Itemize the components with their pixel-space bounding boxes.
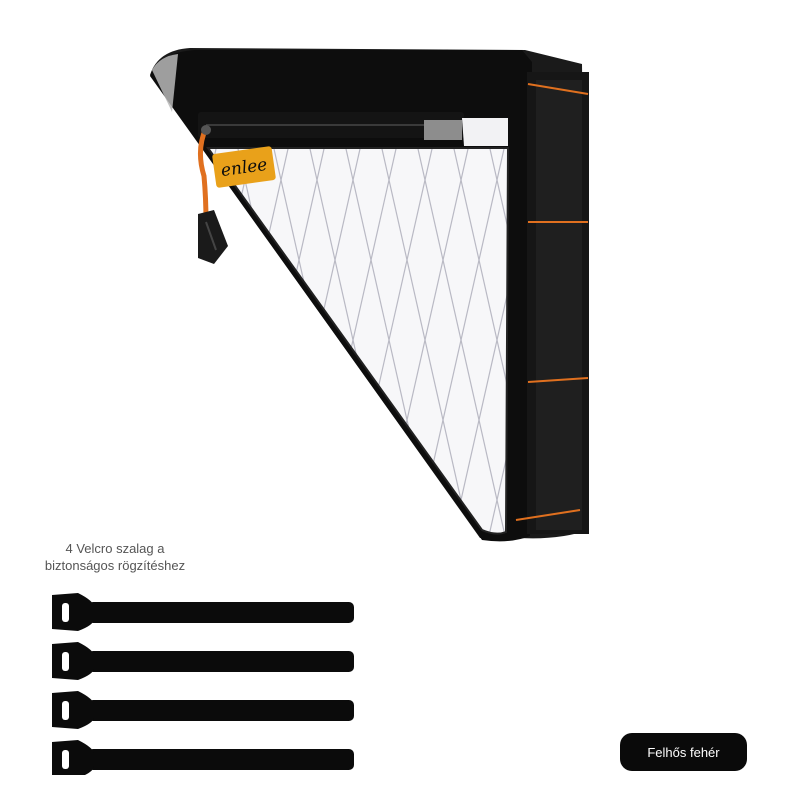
zipper-pull: [198, 125, 228, 264]
straps-caption: 4 Velcro szalag a biztonságos rögzítéshe…: [10, 540, 220, 574]
velcro-straps-image: [52, 593, 354, 775]
brand-logo-badge: enlee: [212, 146, 276, 188]
velcro-strap-column: [515, 72, 589, 534]
caption-line-2: biztonságos rögzítéshez: [44, 558, 186, 573]
bag-edge-highlight: [152, 54, 178, 112]
velcro-strap: [52, 642, 354, 680]
velcro-strap: [52, 740, 354, 775]
color-variant-button[interactable]: Felhős fehér: [620, 733, 747, 771]
velcro-strap: [52, 593, 354, 631]
velcro-strap: [52, 691, 354, 729]
caption-line-1: 4 Velcro szalag a: [65, 541, 165, 556]
reflective-strip: [424, 120, 462, 140]
white-grid-panel: [208, 148, 508, 534]
